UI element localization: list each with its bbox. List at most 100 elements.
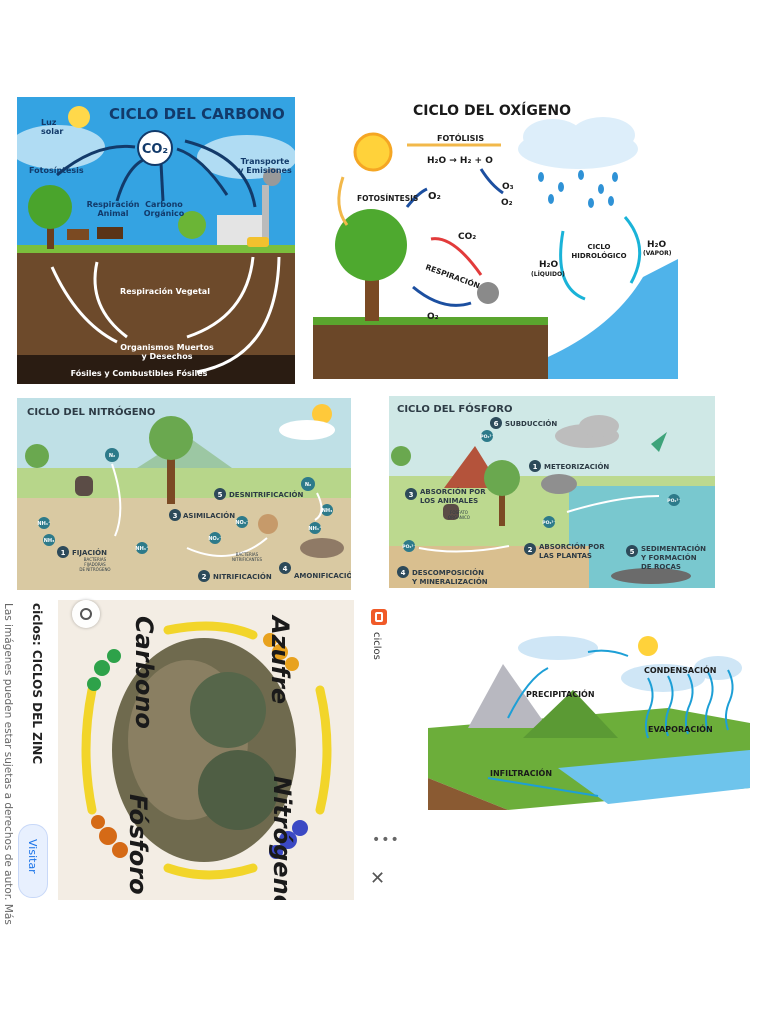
animal-absorption-label-2: LOS ANIMALES bbox=[420, 497, 478, 505]
no2-molecule-label: NO₂⁻ bbox=[208, 536, 222, 542]
organic-phosphate-label-2: ORGÁNICO bbox=[448, 515, 470, 520]
photolysis-label: FOTÓLISIS bbox=[437, 132, 484, 143]
n2-molecule-label-2: N₂ bbox=[305, 482, 311, 488]
image-title[interactable]: ciclos: CICLOS DEL ZINC bbox=[30, 603, 44, 765]
step-3-number: 3 bbox=[409, 491, 414, 499]
po4-molecule-label-3: PO₄³⁻ bbox=[542, 520, 556, 526]
tree-icon bbox=[28, 185, 72, 229]
tree-icon bbox=[484, 460, 520, 496]
o2-right-label: O₂ bbox=[501, 198, 513, 208]
co2-label: CO₂ bbox=[458, 232, 476, 242]
step-2-number: 2 bbox=[528, 546, 533, 554]
organic-carbon-label-2: Orgánico bbox=[144, 209, 185, 218]
oxygen-cycle-image: CICLO DEL OXÍGENO FOTÓLISIS H₂O → H₂ + O… bbox=[313, 97, 678, 379]
bird-icon bbox=[651, 432, 667, 452]
photosynthesis-label: Fotosíntesis bbox=[29, 166, 84, 175]
cat-icon bbox=[75, 476, 93, 496]
dead-organisms-label-2: y Desechos bbox=[142, 352, 193, 361]
animal-respiration-label-1: Respiración bbox=[87, 199, 140, 209]
condensation-label: CONDENSACIÓN bbox=[644, 664, 716, 675]
light-label-1: Luz bbox=[41, 118, 57, 127]
subduction-label: SUBDUCCIÓN bbox=[505, 419, 557, 428]
sedimentation-label-3: DE ROCAS bbox=[641, 563, 681, 571]
carbon-cycle-illustration: CO₂ CICLO DEL CARBONO Luz solar Fotosínt… bbox=[17, 97, 295, 384]
visit-button-label: Visitar bbox=[26, 839, 39, 874]
raccoon-icon bbox=[443, 504, 459, 520]
nitrogen-label: Nitrógeno bbox=[268, 776, 296, 900]
more-options-icon[interactable]: ••• bbox=[372, 832, 400, 848]
plant-respiration-label: Respiración Vegetal bbox=[120, 286, 210, 296]
step-5-number: 5 bbox=[218, 491, 223, 499]
sun-icon bbox=[312, 404, 332, 424]
nitrifying-bacteria-label-2: NITRIFICANTES bbox=[232, 557, 263, 562]
fixation-label: FIJACIÓN bbox=[72, 548, 107, 557]
po4-molecule-label-2: PO₄³⁻ bbox=[402, 544, 416, 550]
car-icon bbox=[247, 237, 269, 247]
step-5-number: 5 bbox=[630, 548, 635, 556]
fixing-bacteria-label-1: BACTERIAS bbox=[84, 557, 107, 562]
phosphorus-title: CICLO DEL FÓSFORO bbox=[397, 402, 512, 415]
light-label-2: solar bbox=[41, 127, 63, 136]
no3-molecule-label: NO₃⁻ bbox=[235, 520, 249, 526]
visit-button[interactable]: Visitar bbox=[18, 824, 48, 898]
photosynthesis-label: FOTOSÍNTESIS bbox=[357, 194, 418, 203]
step-1-number: 1 bbox=[533, 463, 538, 471]
fixing-bacteria-label-2: FIJADORAS bbox=[84, 562, 106, 567]
po4-molecule-label: PO₄³⁻ bbox=[480, 434, 494, 440]
cloud-icon bbox=[555, 415, 619, 448]
hydro-cycle-label-2: HIDROLÓGICO bbox=[571, 251, 626, 260]
tree-icon bbox=[149, 416, 193, 460]
mountain-icon bbox=[468, 664, 548, 728]
nh3-molecule-label: NH₃ bbox=[44, 538, 55, 544]
carbon-label: Carbono bbox=[130, 616, 158, 729]
four-cycles-image[interactable]: Azufre Carbono Nitrógeno Fósforo bbox=[58, 600, 354, 900]
step-4-number: 4 bbox=[401, 569, 406, 577]
nh4-molecule-label-2: NH₄⁺ bbox=[135, 546, 149, 552]
water-cycle-illustration: CONDENSACIÓN PRECIPITACIÓN EVAPORACIÓN I… bbox=[428, 628, 750, 810]
cow-icon bbox=[67, 229, 89, 240]
organic-carbon-label-1: Carbono bbox=[145, 200, 183, 209]
sun-icon bbox=[68, 106, 90, 128]
rocks-icon bbox=[541, 474, 577, 494]
nitrogen-cycle-image: 1 2 3 4 5 N₂ N₂ NH₄⁺ NH₃ NH₄⁺ NO₂⁻ NO₃⁻ … bbox=[17, 398, 351, 590]
raccoon-icon bbox=[477, 282, 499, 304]
phosphorus-label: Fósforo bbox=[124, 794, 152, 895]
carbon-title: CICLO DEL CARBONO bbox=[109, 105, 285, 123]
lens-icon[interactable] bbox=[72, 600, 100, 628]
step-1-number: 1 bbox=[61, 549, 66, 557]
equation-label: H₂O → H₂ + O bbox=[427, 156, 493, 166]
nitrification-label: NITRIFICACIÓN bbox=[213, 572, 272, 581]
infiltration-label: INFILTRACIÓN bbox=[490, 767, 552, 778]
sun-icon bbox=[353, 132, 393, 172]
tree-icon bbox=[335, 209, 407, 281]
h2o-vapor-label: H₂O bbox=[647, 240, 666, 250]
animal-respiration-label-2: Animal bbox=[97, 209, 128, 218]
nh4-molecule-label-3: NH₄⁺ bbox=[308, 526, 322, 532]
fixing-bacteria-label-3: DE NITRÓGENO bbox=[79, 567, 110, 572]
sun-icon bbox=[638, 636, 658, 656]
n2-molecule-label: N₂ bbox=[109, 453, 115, 459]
oxygen-cycle-illustration: CICLO DEL OXÍGENO FOTÓLISIS H₂O → H₂ + O… bbox=[313, 97, 678, 379]
decomposition-label-2: Y MINERALIZACIÓN bbox=[411, 577, 488, 586]
source-icon[interactable] bbox=[371, 609, 387, 625]
liquid-label: (LÍQUIDO) bbox=[531, 270, 565, 278]
vapor-label: (VAPOR) bbox=[643, 250, 672, 257]
step-6-number: 6 bbox=[494, 420, 499, 428]
po4-molecule-label-4: PO₄³⁻ bbox=[667, 498, 681, 504]
weathering-label: METEORIZACIÓN bbox=[544, 462, 609, 471]
h2o-liquid-label: H₂O bbox=[539, 260, 558, 270]
dead-organisms-label-1: Organismos Muertos bbox=[120, 343, 214, 352]
water-cycle-image: CONDENSACIÓN PRECIPITACIÓN EVAPORACIÓN I… bbox=[428, 628, 750, 810]
fossils-label: Fósiles y Combustibles Fósiles bbox=[71, 368, 208, 378]
close-icon[interactable]: ✕ bbox=[370, 868, 386, 889]
o3-label: O₃ bbox=[502, 182, 514, 192]
wave-icon bbox=[548, 259, 678, 379]
evaporation-label: EVAPORACIÓN bbox=[648, 723, 713, 734]
decomposition-label-1: DESCOMPOSICIÓN bbox=[412, 568, 484, 577]
cow-icon bbox=[97, 227, 123, 239]
nh3-molecule-label-2: NH₃ bbox=[322, 508, 333, 514]
step-4-number: 4 bbox=[283, 565, 288, 573]
nitrifying-bacteria-label-1: BACTERIAS bbox=[236, 552, 259, 557]
phosphorus-cycle-illustration: 1 2 3 4 5 6 PO₄³⁻ PO₄³⁻ PO₄³⁻ PO₄³⁻ CICL… bbox=[389, 396, 715, 588]
source-name[interactable]: ciclos bbox=[371, 632, 382, 660]
